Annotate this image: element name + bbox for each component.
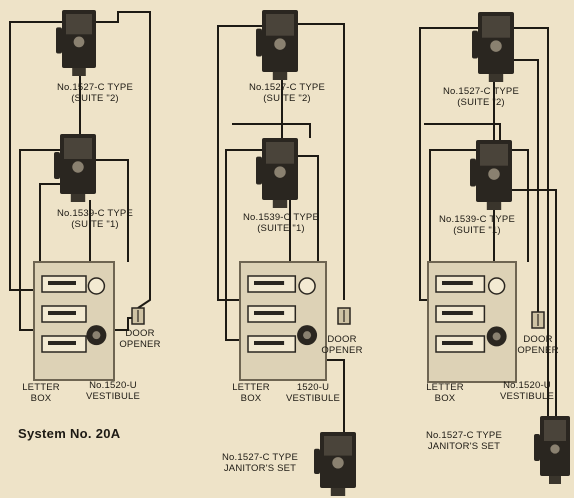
phone-mount	[70, 194, 86, 202]
mouthpiece-icon	[330, 455, 346, 471]
phone-bell-plate	[64, 138, 92, 159]
letter-box-label: LETTER BOX	[232, 382, 270, 404]
slot-plate	[442, 281, 473, 285]
suite-2-label: No.1527-C TYPE (SUITE "2)	[248, 82, 326, 104]
suite-1-label: No.1539-C TYPE (SUITE "1)	[56, 208, 134, 230]
slot-plate	[48, 311, 76, 315]
slot-plate	[254, 341, 285, 345]
wire	[39, 183, 60, 262]
mouthpiece-icon	[72, 35, 86, 49]
receiver-icon	[472, 30, 478, 59]
wire	[217, 25, 262, 301]
letter-box-label: LETTER BOX	[426, 382, 464, 404]
wire	[9, 21, 62, 291]
phone-bell-plate	[324, 436, 352, 456]
wire	[514, 59, 539, 312]
wire	[232, 123, 311, 138]
receiver-icon	[256, 156, 262, 185]
slot-plate	[48, 341, 76, 345]
phone-bell-plate	[266, 142, 294, 164]
system-caption: System No. 20A	[18, 426, 121, 441]
mouthpiece-icon	[272, 164, 288, 180]
door-opener-label: DOOR OPENER	[119, 328, 161, 350]
phone-bell-plate	[66, 14, 92, 35]
mouthpiece-icon	[272, 36, 288, 52]
wire	[326, 359, 345, 432]
janitor-telephone	[534, 416, 570, 484]
door-opener	[131, 307, 145, 325]
phone-bell-plate	[480, 144, 508, 166]
suite-1-telephone	[470, 140, 512, 210]
slot-plate	[442, 341, 473, 345]
receiver-icon	[314, 448, 320, 474]
suite-1-telephone	[256, 138, 298, 208]
speaking-tube-opening	[303, 331, 312, 340]
slot-plate	[442, 311, 473, 315]
wire	[424, 123, 501, 140]
vestibule-label: No.1520-U VESTIBULE	[85, 380, 141, 402]
mouthpiece-icon	[488, 38, 504, 54]
suite-2-telephone	[256, 10, 298, 80]
vestibule-set	[33, 261, 115, 381]
door-opener	[531, 311, 545, 329]
phone-bell-plate	[266, 14, 294, 36]
suite-2-label: No.1527-C TYPE (SUITE "2)	[442, 86, 520, 108]
letter-box-label: LETTER BOX	[22, 382, 60, 404]
wire	[19, 149, 60, 331]
wire	[298, 23, 345, 300]
janitor-telephone	[314, 432, 356, 496]
phone-mount	[272, 72, 288, 80]
door-opener-label: DOOR OPENER	[517, 334, 559, 356]
phone-mount	[330, 488, 346, 496]
receiver-icon	[534, 434, 540, 461]
mouthpiece-icon	[486, 166, 502, 182]
phone-mount	[72, 68, 86, 76]
wire	[96, 11, 151, 309]
wire	[512, 189, 557, 416]
phone-bell-plate	[544, 420, 566, 441]
slot-plate	[48, 281, 76, 285]
wire	[96, 159, 129, 262]
janitor-set-label: No.1527-C TYPE JANITOR'S SET	[425, 430, 503, 452]
vestibule-label: No.1520-U VESTIBULE	[499, 380, 555, 402]
vestibule-set	[427, 261, 517, 383]
bell-button-icon	[298, 277, 316, 295]
suite-2-telephone	[56, 10, 96, 76]
suite-1-label: No.1539-C TYPE (SUITE "1)	[242, 212, 320, 234]
suite-2-telephone	[472, 12, 514, 82]
door-opener-label: DOOR OPENER	[321, 334, 363, 356]
bell-button-icon	[487, 277, 506, 295]
vestibule-label: 1520-U VESTIBULE	[285, 382, 341, 404]
wire	[512, 149, 529, 262]
receiver-icon	[54, 152, 60, 179]
speaking-tube-opening	[492, 332, 501, 341]
receiver-icon	[256, 28, 262, 57]
slot-plate	[254, 281, 285, 285]
bell-button-icon	[87, 277, 106, 295]
mouthpiece-icon	[70, 159, 86, 175]
wire	[298, 155, 319, 262]
phone-bell-plate	[482, 16, 510, 38]
suite-1-label: No.1539-C TYPE (SUITE "1)	[438, 214, 516, 236]
suite-1-telephone	[54, 134, 96, 202]
suite-2-label: No.1527-C TYPE (SUITE "2)	[56, 82, 134, 104]
phone-mount	[272, 200, 288, 208]
vestibule-set	[239, 261, 327, 381]
receiver-icon	[470, 158, 476, 187]
phone-mount	[488, 74, 504, 82]
door-opener	[337, 307, 351, 325]
wire	[419, 27, 478, 301]
mouthpiece-icon	[548, 442, 562, 456]
receiver-icon	[56, 27, 62, 54]
phone-mount	[486, 202, 502, 210]
phone-mount	[549, 476, 561, 484]
speaking-tube-opening	[92, 331, 101, 340]
wire	[225, 149, 262, 341]
wire	[514, 27, 549, 416]
janitor-set-label: No.1527-C TYPE JANITOR'S SET	[221, 452, 299, 474]
wire	[114, 317, 132, 331]
slot-plate	[254, 311, 285, 315]
